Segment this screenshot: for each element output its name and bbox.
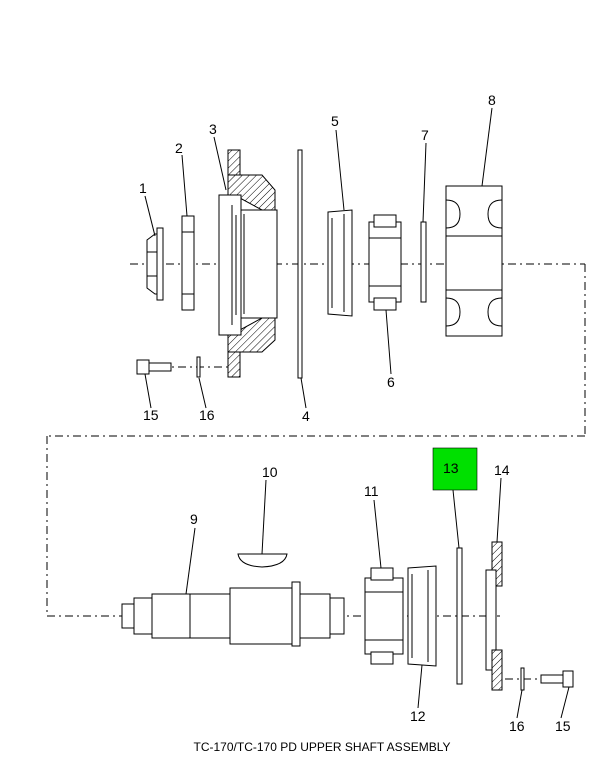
callout-1: 1 xyxy=(139,180,147,196)
part-2-washer xyxy=(181,215,195,311)
callout-5: 5 xyxy=(331,113,339,129)
part-11-bearing-cone xyxy=(364,567,404,665)
callout-10: 10 xyxy=(262,464,278,480)
part-9-shaft xyxy=(121,581,345,647)
part-4-gasket xyxy=(297,149,303,379)
part-10-key xyxy=(237,553,288,568)
callout-2: 2 xyxy=(175,140,183,156)
part-14-retainer xyxy=(485,541,503,691)
part-1-nut xyxy=(146,227,164,301)
callouts: 1 2 3 4 5 6 7 8 15 16 10 9 11 12 14 16 1… xyxy=(139,92,571,734)
part-15-bolt-top xyxy=(136,359,172,375)
callout-16-top: 16 xyxy=(199,407,215,423)
callout-3: 3 xyxy=(209,121,217,137)
callout-13[interactable]: 13 xyxy=(443,460,459,476)
callout-6: 6 xyxy=(387,374,395,390)
part-12-bearing-cup xyxy=(407,565,437,667)
part-3-bearing-cover xyxy=(218,149,278,378)
callout-15-top: 15 xyxy=(143,407,159,423)
part-16-lockwasher-bottom xyxy=(520,667,525,691)
part-8-gear xyxy=(445,185,503,337)
callout-9: 9 xyxy=(190,511,198,527)
part-13-shim xyxy=(456,547,463,685)
part-5-bearing-cup xyxy=(327,209,353,317)
callout-13-highlight[interactable]: 13 xyxy=(432,447,478,491)
callout-4: 4 xyxy=(302,408,310,424)
callout-14: 14 xyxy=(494,462,510,478)
callout-12: 12 xyxy=(410,708,426,724)
callout-11: 11 xyxy=(364,483,379,499)
leader-lines xyxy=(144,107,570,719)
callout-15-bottom: 15 xyxy=(555,718,571,734)
part-16-lockwasher-top xyxy=(196,356,201,378)
part-15-bolt-bottom xyxy=(540,670,574,688)
callout-8: 8 xyxy=(488,92,496,108)
diagram-caption: TC-170/TC-170 PD UPPER SHAFT ASSEMBLY xyxy=(194,740,451,754)
highlight-box[interactable] xyxy=(432,447,478,491)
callout-16-bottom: 16 xyxy=(509,718,525,734)
part-7-shim xyxy=(420,221,427,303)
callout-7: 7 xyxy=(421,127,429,143)
part-6-bearing-cone xyxy=(368,214,402,311)
